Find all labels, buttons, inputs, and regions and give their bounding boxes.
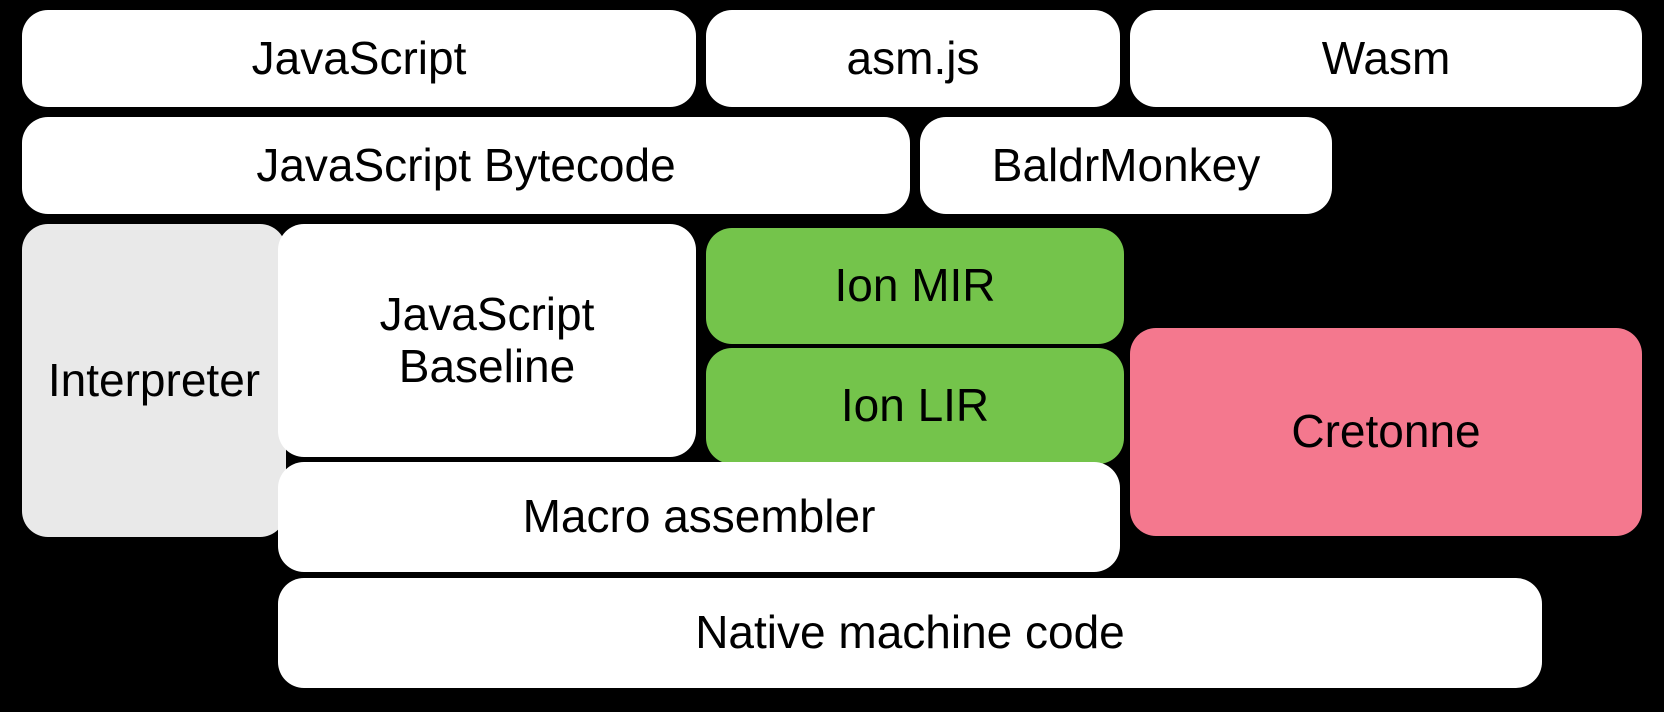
node-ion-lir[interactable]: Ion LIR [706, 348, 1124, 464]
node-javascript[interactable]: JavaScript [22, 10, 696, 107]
node-label-wasm: Wasm [1321, 31, 1451, 84]
node-wasm[interactable]: Wasm [1130, 10, 1642, 107]
node-label-macro-assembler: Macro assembler [522, 490, 876, 543]
node-interpreter[interactable]: Interpreter [22, 224, 286, 537]
node-ion-mir[interactable]: Ion MIR [706, 228, 1124, 344]
node-javascript-baseline[interactable]: JavaScript Baseline [278, 224, 696, 457]
node-asm-js[interactable]: asm.js [706, 10, 1120, 107]
node-label-cretonne: Cretonne [1291, 405, 1481, 458]
node-label-ion-lir: Ion LIR [840, 379, 990, 432]
node-label-ion-mir: Ion MIR [834, 259, 996, 312]
node-label-javascript-bytecode: JavaScript Bytecode [256, 138, 676, 191]
node-label-javascript-baseline: JavaScript Baseline [379, 287, 595, 392]
node-javascript-bytecode[interactable]: JavaScript Bytecode [22, 117, 910, 214]
node-native-machine-code[interactable]: Native machine code [278, 578, 1542, 688]
node-macro-assembler[interactable]: Macro assembler [278, 462, 1120, 572]
node-label-baldrmonkey: BaldrMonkey [991, 138, 1261, 191]
node-baldrmonkey[interactable]: BaldrMonkey [920, 117, 1332, 214]
node-label-interpreter: Interpreter [47, 353, 261, 406]
node-cretonne[interactable]: Cretonne [1130, 328, 1642, 536]
node-label-native-machine-code: Native machine code [695, 606, 1125, 659]
node-label-asm-js: asm.js [846, 31, 980, 84]
node-label-javascript: JavaScript [251, 31, 467, 84]
